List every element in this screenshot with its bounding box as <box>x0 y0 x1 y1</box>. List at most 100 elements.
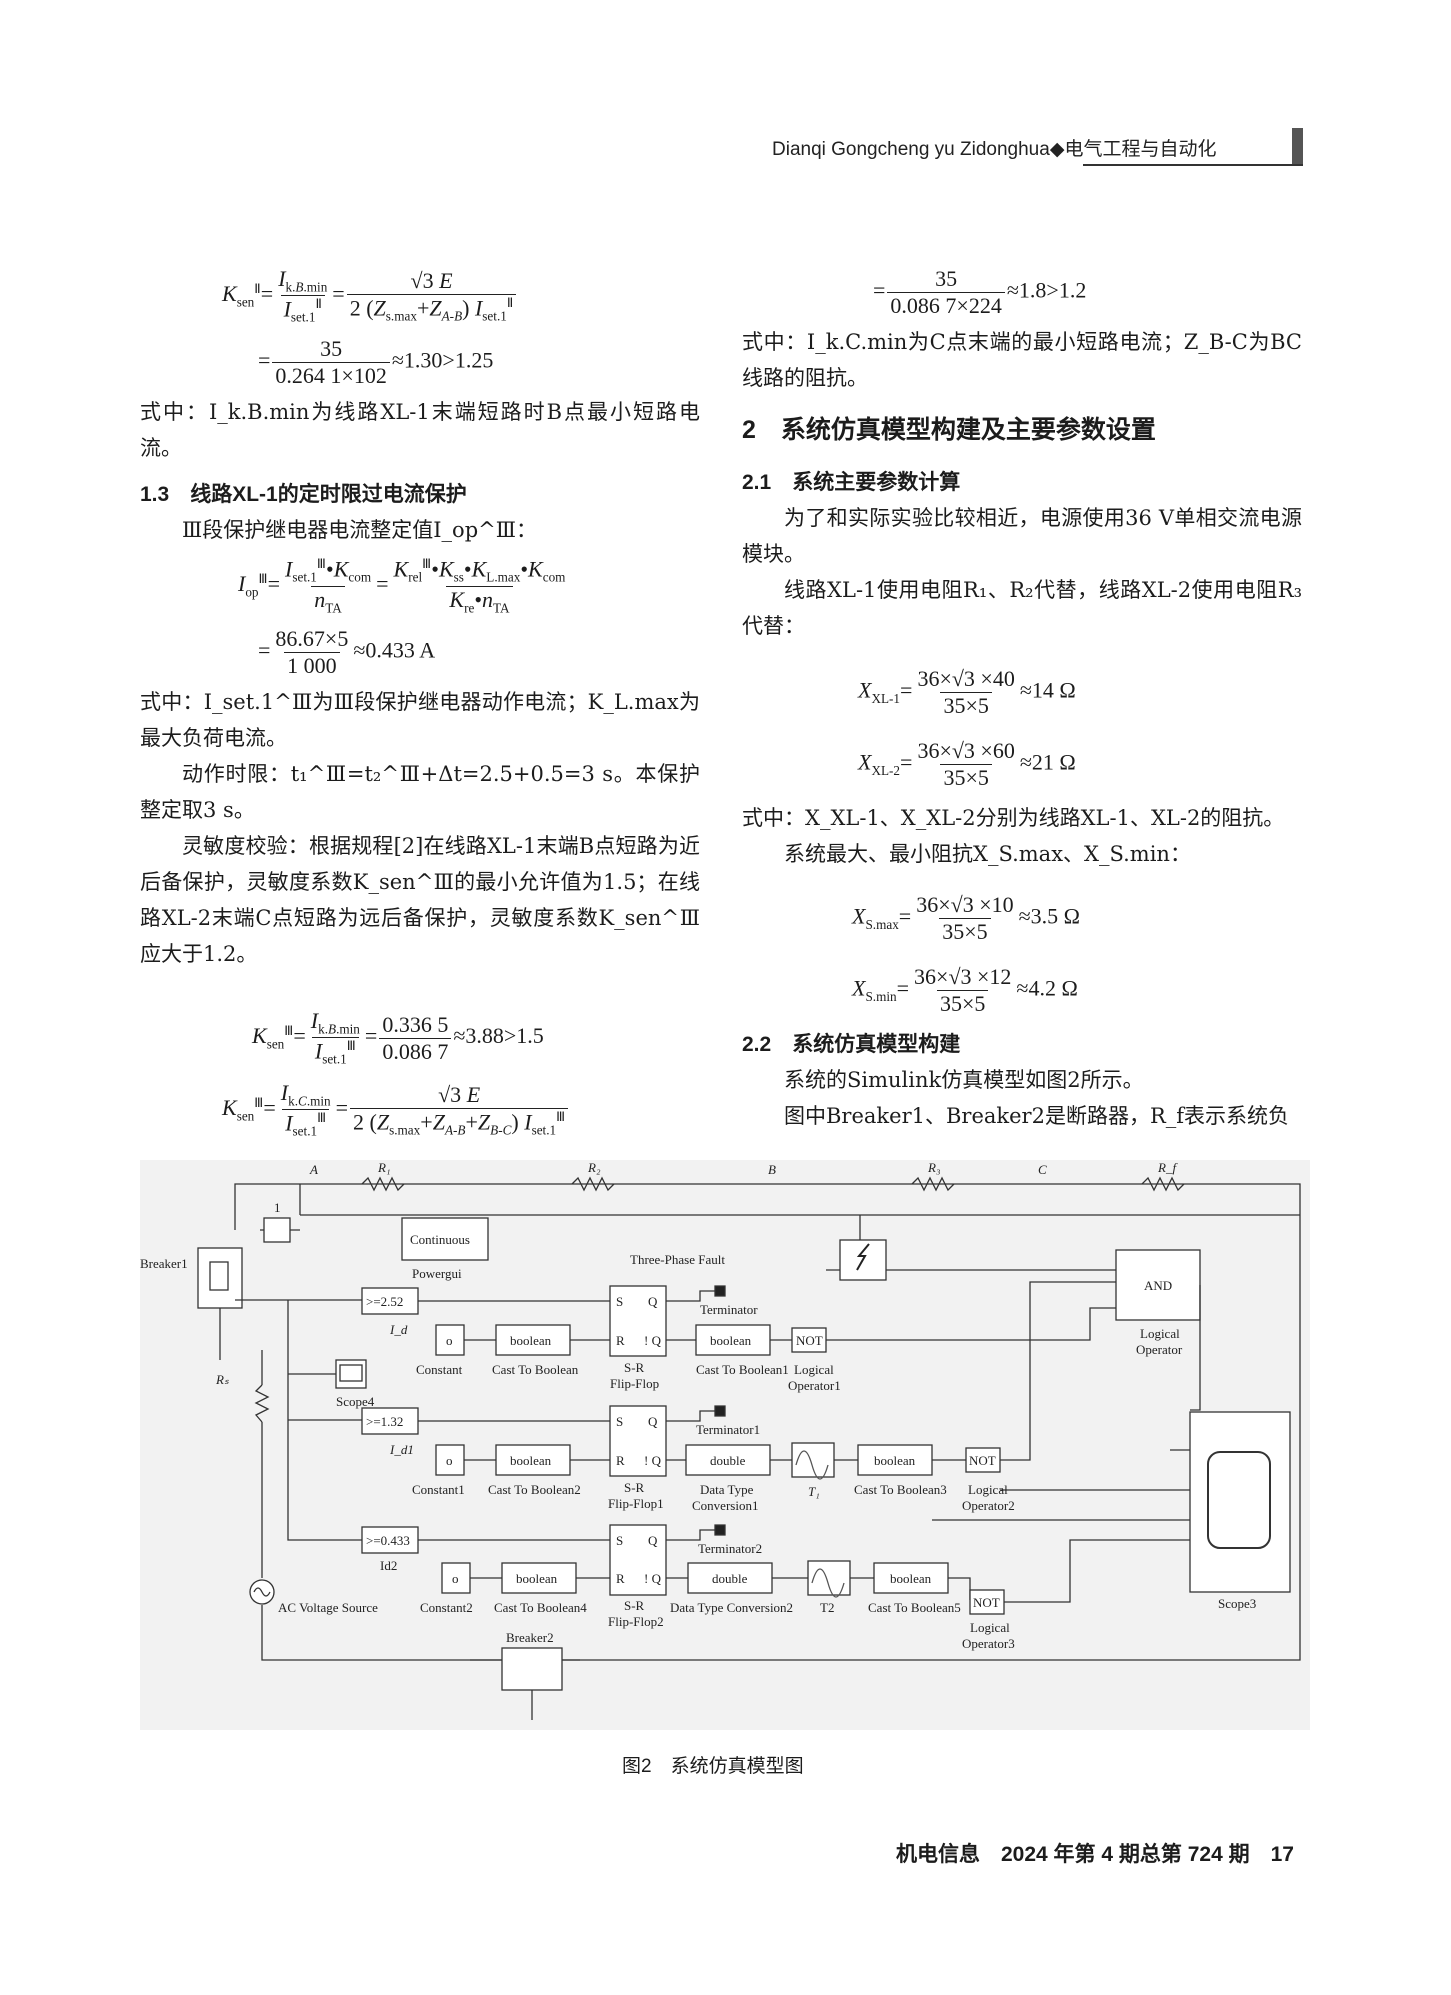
label-operator3: Operator3 <box>962 1636 1015 1651</box>
label-compare-2: >=1.32 <box>366 1414 403 1429</box>
eq-top-numerator: 35 <box>935 266 958 291</box>
iii-intro: Ⅲ段保护继电器电流整定值I_op^Ⅲ： <box>182 518 537 542</box>
label-dtc2: Data Type Conversion2 <box>670 1600 793 1615</box>
label-boolean-f: boolean <box>890 1571 932 1586</box>
note-ikbmin: 式中：I_k.B.min为线路XL-1末端短路时B点最小短路电流。 <box>140 400 700 460</box>
label-not-3: NOT <box>973 1595 1000 1610</box>
label-id: I_d <box>389 1322 408 1337</box>
label-q2: Q <box>648 1414 658 1429</box>
label-terminator2: Terminator2 <box>698 1541 762 1556</box>
eq-smin-result: ≈4.2 Ω <box>1016 975 1078 1001</box>
label-operator1: Operator1 <box>788 1378 841 1393</box>
label-boolean-b: boolean <box>510 1453 552 1468</box>
section-2-1-heading: 2.1 系统主要参数计算 <box>742 471 961 494</box>
label-operator: Operator <box>1136 1342 1183 1357</box>
label-srff-3: S-R <box>624 1598 645 1613</box>
eq1-result: ≈1.30>1.25 <box>391 347 494 373</box>
label-three-phase-fault: Three-Phase Fault <box>630 1252 725 1267</box>
eq-x2-result: ≈21 Ω <box>1019 749 1076 775</box>
label-powergui: Powergui <box>412 1266 462 1281</box>
label-const-o2: o <box>446 1453 453 1468</box>
label-ctb: Cast To Boolean <box>492 1362 579 1377</box>
eq-s1-denominator: 0.086 7 <box>379 1037 452 1065</box>
label-q1: Q <box>648 1294 658 1309</box>
eq-top-result: ≈1.8>1.2 <box>1006 277 1087 303</box>
eq-x2-denominator: 35×5 <box>940 764 992 791</box>
label-srff-1: S-R <box>624 1360 645 1375</box>
para-figure-ref: 系统的Simulink仿真模型如图2所示。 <box>784 1068 1144 1092</box>
eq1-denominator: 0.264 1×102 <box>272 362 390 389</box>
label-boolean-d: boolean <box>710 1333 752 1348</box>
label-s1: S <box>616 1294 623 1309</box>
label-one: 1 <box>274 1200 281 1215</box>
label-id1: I_d1 <box>389 1442 414 1457</box>
label-terminator: Terminator <box>700 1302 758 1317</box>
section-1-3-heading: 1.3 线路XL-1的定时限过电流保护 <box>140 483 467 506</box>
label-r-in3: R <box>616 1571 625 1586</box>
label-and: AND <box>1144 1278 1172 1293</box>
label-r2: R₂ <box>587 1160 601 1175</box>
label-continuous: Continuous <box>410 1232 470 1247</box>
label-nq1: ! Q <box>644 1333 662 1348</box>
eq-op-denominator: 1 000 <box>284 652 340 679</box>
label-rf: R_f <box>1157 1160 1178 1175</box>
label-id2: Id2 <box>380 1558 397 1573</box>
label-ctb5: Cast To Boolean5 <box>868 1600 961 1615</box>
header-separator: ◆ <box>1049 139 1065 160</box>
label-r-in2: R <box>616 1453 625 1468</box>
label-s3: S <box>616 1533 623 1548</box>
eq-x1-numerator: 36×√3 ×40 <box>917 666 1015 691</box>
eq1-numerator: 35 <box>320 336 343 361</box>
label-c: C <box>1038 1162 1047 1177</box>
label-r3: R₃ <box>927 1160 940 1175</box>
note-xxl: 式中：X_XL-1、X_XL-2分别为线路XL-1、XL-2的阻抗。 <box>742 806 1285 830</box>
eq-s1-result: ≈3.88>1.5 <box>453 1023 544 1049</box>
label-q3: Q <box>648 1533 658 1548</box>
label-ctb4: Cast To Boolean4 <box>494 1600 587 1615</box>
label-logical-and: Logical <box>1140 1326 1180 1341</box>
note-ikcmin: 式中：I_k.C.min为C点末端的最小短路电流；Z_B-C为BC线路的阻抗。 <box>742 330 1302 390</box>
note-iset: 式中：I_set.1^Ⅲ为Ⅲ段保护继电器动作电流；K_L.max为最大负荷电流。 <box>140 690 700 750</box>
label-const-o1: o <box>446 1333 453 1348</box>
page-footer: 机电信息 2024 年第 4 期总第 724 期 17 <box>896 1843 1294 1866</box>
label-logical-3: Logical <box>970 1620 1010 1635</box>
label-logical-2: Logical <box>968 1482 1008 1497</box>
label-compare-3: >=0.433 <box>366 1533 410 1548</box>
journal-pinyin: Dianqi Gongcheng yu Zidonghua <box>772 139 1050 160</box>
label-breaker2: Breaker2 <box>506 1630 554 1645</box>
label-boolean-a: boolean <box>510 1333 552 1348</box>
eq-x1-result: ≈14 Ω <box>1019 677 1076 703</box>
label-a: A <box>309 1162 318 1177</box>
label-ac-voltage-source: AC Voltage Source <box>278 1600 378 1615</box>
time-setting: 动作时限：t₁^Ⅲ=t₂^Ⅲ+Δt=2.5+0.5=3 s。本保护整定取3 s。 <box>140 762 700 822</box>
eq-op-result: ≈0.433 A <box>353 637 436 663</box>
label-constant2: Constant2 <box>420 1600 473 1615</box>
eq-smin-numerator: 36×√3 ×12 <box>914 964 1012 989</box>
running-header: Dianqi Gongcheng yu Zidonghua◆电气工程与自动化 <box>772 134 1216 161</box>
label-boolean-e: boolean <box>874 1453 916 1468</box>
para-power-source: 为了和实际实验比较相近，电源使用36 V单相交流电源模块。 <box>742 506 1302 566</box>
label-constant: Constant <box>416 1362 463 1377</box>
simulink-model-figure: A R₁ R₂ B R₃ C R_f 1 Breaker1 Rₛ Continu… <box>140 1160 1310 1730</box>
label-scope3: Scope3 <box>1218 1596 1256 1611</box>
label-constant1: Constant1 <box>412 1482 465 1497</box>
eq-smin-denominator: 35×5 <box>937 990 989 1017</box>
label-scope4: Scope4 <box>336 1394 375 1409</box>
label-compare-1: >=2.52 <box>366 1294 403 1309</box>
section-2-2-heading: 2.2 系统仿真模型构建 <box>742 1033 961 1056</box>
label-r-in1: R <box>616 1333 625 1348</box>
label-not-2: NOT <box>969 1453 996 1468</box>
label-rs: Rₛ <box>215 1372 229 1387</box>
eq-x2-numerator: 36×√3 ×60 <box>917 738 1015 763</box>
header-rule <box>1083 164 1303 166</box>
label-t2: T2 <box>820 1600 834 1615</box>
journal-chinese: 电气工程与自动化 <box>1064 139 1217 160</box>
para-resistors: 线路XL-1使用电阻R₁、R₂代替，线路XL-2使用电阻R₃代替： <box>742 578 1302 638</box>
label-r1: R₁ <box>377 1160 390 1175</box>
